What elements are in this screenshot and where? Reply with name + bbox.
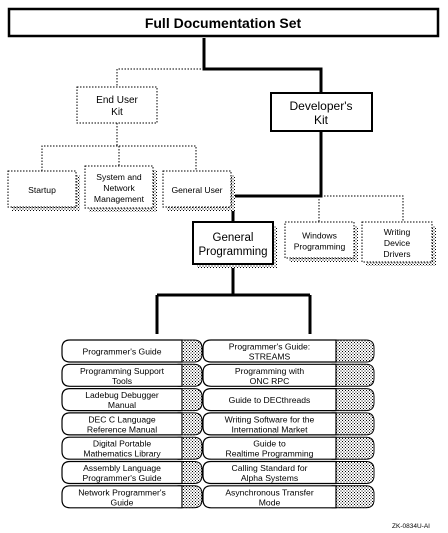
label-line: Management — [94, 194, 145, 204]
label-line: End User — [96, 95, 138, 106]
connector-root-developers-kit — [202, 38, 323, 94]
label-line: DEC C Language — [88, 414, 156, 424]
label-line: Programmer's Guide — [82, 347, 161, 357]
general-user-box-label: General User — [171, 185, 222, 195]
full-documentation-set-label: Full Documentation Set — [145, 15, 302, 31]
book-right-1: Programmer's Guide:STREAMS — [202, 339, 375, 363]
label-line: Manual — [108, 400, 136, 410]
label-line: Guide — [111, 497, 134, 507]
label-line: Guide to DECthreads — [229, 395, 311, 405]
label-line: ONC RPC — [250, 376, 290, 386]
label-line: Programming with — [235, 366, 304, 376]
label-line: Network Programmer's — [78, 487, 166, 497]
label-line: Programming — [198, 246, 267, 258]
label-line: Developer's — [290, 99, 353, 113]
label-line: Network — [103, 183, 135, 193]
connector-root-end-user-kit — [116, 68, 204, 89]
label-line: Assembly Language — [83, 463, 161, 473]
full-documentation-set-box: Full Documentation Set — [7, 7, 440, 38]
label-line: Drivers — [383, 249, 410, 259]
label-line: Writing — [384, 227, 411, 237]
connector-general-books — [155, 265, 312, 334]
label-line: Alpha Systems — [241, 473, 298, 483]
label-line: Mode — [259, 497, 281, 507]
label-line: Kit — [314, 113, 329, 127]
label-line: Mathematics Library — [83, 449, 161, 459]
label-line: Device — [384, 238, 410, 248]
startup-box-label: Startup — [28, 185, 56, 195]
label-line: STREAMS — [249, 352, 291, 362]
label-line: Realtime Programming — [226, 449, 314, 459]
label-line: Programmer's Guide — [82, 473, 161, 483]
general-user-box: General User — [162, 170, 235, 211]
startup-box: Startup — [7, 170, 80, 211]
connector-developers-kit-general — [231, 131, 323, 222]
label-line: General — [213, 232, 254, 244]
label-line: Programmer's Guide: — [229, 342, 310, 352]
label-line: Writing Software for the — [225, 414, 315, 424]
label-line: Startup — [28, 185, 56, 195]
label-line: Kit — [111, 107, 123, 118]
book-right-1-title: Programmer's Guide:STREAMS — [229, 342, 310, 362]
label-line: Guide to — [253, 439, 286, 449]
figure-code-label: ZK-0834U-AI — [392, 523, 430, 530]
connector-end-user-kit-children — [41, 123, 197, 171]
book-right-3: Guide to DECthreads — [202, 388, 375, 412]
label-line: Programming — [294, 241, 346, 251]
book-left-1-title: Programmer's Guide — [82, 347, 161, 357]
connector-developers-kit-other — [318, 195, 404, 222]
book-left-1: Programmer's Guide — [61, 339, 203, 363]
label-line: International Market — [232, 424, 309, 434]
label-line: Asynchronous Transfer — [225, 487, 314, 497]
label-line: Ladebug Debugger — [85, 390, 159, 400]
label-line: Calling Standard for — [232, 463, 308, 473]
label-line: Programming Support — [80, 366, 165, 376]
label-line: General User — [171, 185, 222, 195]
label-line: Windows — [302, 230, 337, 240]
label-line: Reference Manual — [87, 424, 157, 434]
label-line: Digital Portable — [93, 439, 151, 449]
label-line: System and — [96, 172, 142, 182]
label-line: Tools — [112, 376, 132, 386]
book-right-3-title: Guide to DECthreads — [229, 395, 311, 405]
